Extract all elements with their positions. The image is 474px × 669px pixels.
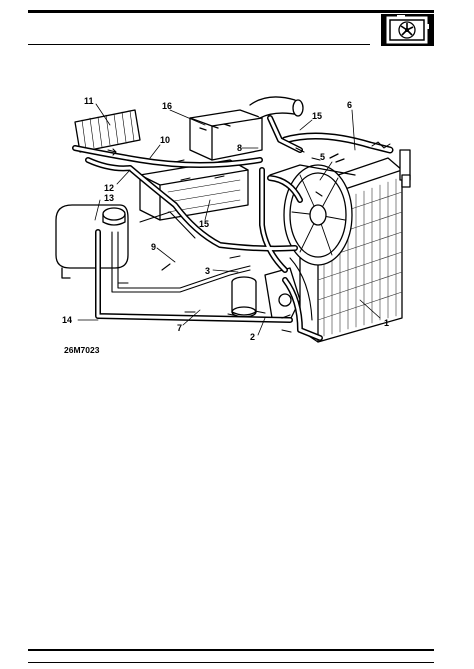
- callout-8: 8: [237, 143, 242, 153]
- callout-9: 9: [151, 242, 156, 252]
- footer-rule: [28, 649, 434, 651]
- callout-1: 1: [384, 318, 389, 328]
- callout-2: 2: [250, 332, 255, 342]
- engine-block: [139, 96, 304, 221]
- callout-11: 11: [84, 96, 94, 106]
- callout-10: 10: [160, 135, 170, 145]
- heater-matrix: [74, 109, 141, 153]
- viscous-fan: [269, 153, 356, 266]
- callout-13: 13: [104, 193, 114, 203]
- callout-14: 14: [62, 315, 72, 325]
- footer-subrule: [28, 662, 434, 663]
- callout-12: 12: [104, 183, 114, 193]
- cooling-fan-radiator-icon: [381, 14, 434, 46]
- callout-15-top: 15: [312, 111, 322, 121]
- thermostat-housing: [231, 276, 257, 318]
- figure-reference: 26M7023: [64, 345, 100, 355]
- callout-16: 16: [162, 101, 172, 111]
- header-subrule: [28, 44, 370, 45]
- header-rule: [28, 10, 434, 13]
- callout-5: 5: [320, 152, 325, 162]
- callout-6: 6: [347, 100, 352, 110]
- callout-7: 7: [177, 323, 182, 333]
- expansion-tank: [55, 204, 129, 279]
- callout-3: 3: [205, 266, 210, 276]
- callout-15-mid: 15: [199, 219, 209, 229]
